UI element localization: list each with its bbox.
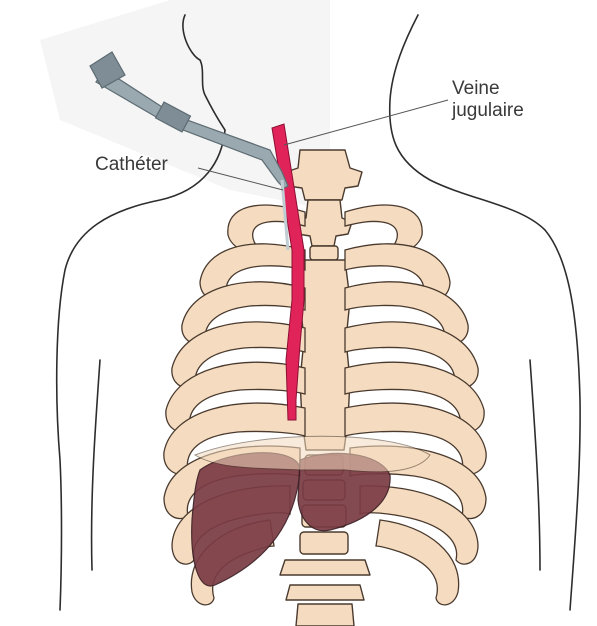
label-catheter: Cathéter: [95, 154, 168, 176]
label-jugular-vein: Veine jugulaire: [452, 78, 524, 122]
label-vein-line2: jugulaire: [452, 100, 524, 122]
label-vein-line1: Veine: [452, 78, 524, 100]
